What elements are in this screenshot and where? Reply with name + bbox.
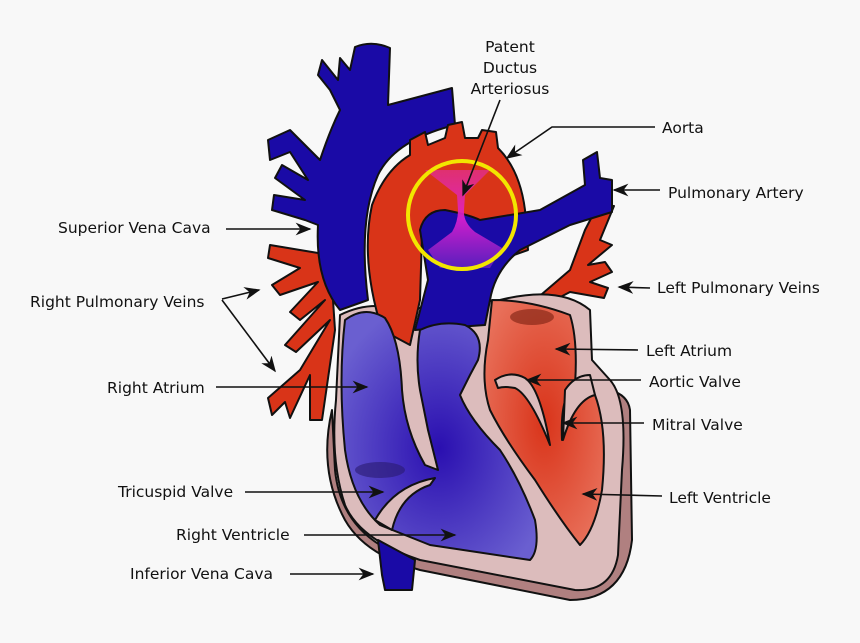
svg-text:Mitral Valve: Mitral Valve [652,416,743,434]
svg-text:Right Atrium: Right Atrium [107,379,205,397]
label-patent-ductus-arteriosus: Patent Ductus Arteriosus [462,38,550,197]
coronary-sinus-opening [355,462,405,478]
label-superior-vena-cava: Superior Vena Cava [58,219,312,237]
label-tricuspid-valve: Tricuspid Valve [117,483,385,501]
svg-text:Ductus: Ductus [483,59,537,77]
label-left-pulmonary-veins: Left Pulmonary Veins [617,279,820,297]
pulmonary-artery [414,151,613,331]
svg-text:Arteriosus: Arteriosus [471,80,550,98]
patent-ductus-arteriosus [425,170,502,268]
svg-text:Right Ventricle: Right Ventricle [176,526,290,544]
label-left-ventricle: Left Ventricle [581,487,771,507]
tricuspid-valve [374,477,436,531]
svg-text:Right Pulmonary Veins: Right Pulmonary Veins [30,293,204,311]
right-atrium [340,311,538,561]
pda-highlight-circle [406,159,518,271]
label-right-atrium: Right Atrium [107,379,369,397]
aortic-valve [494,373,551,446]
svg-text:Superior Vena Cava: Superior Vena Cava [58,219,211,237]
label-pulmonary-artery: Pulmonary Artery [612,183,804,202]
svg-text:Patent: Patent [485,38,535,56]
label-left-atrium: Left Atrium [554,342,732,360]
svg-text:Inferior Vena Cava: Inferior Vena Cava [130,565,273,583]
label-right-ventricle: Right Ventricle [176,526,457,544]
label-inferior-vena-cava: Inferior Vena Cava [130,565,375,583]
svg-text:Left Pulmonary Veins: Left Pulmonary Veins [657,279,820,297]
label-mitral-valve: Mitral Valve [561,416,743,434]
svg-text:Aortic Valve: Aortic Valve [649,373,741,391]
right-pulmonary-veins [267,244,336,421]
inferior-vena-cava [377,539,416,591]
label-aortic-valve: Aortic Valve [525,373,741,391]
svg-text:Left Atrium: Left Atrium [646,342,732,360]
pulmonary-vein-opening [510,309,554,325]
svg-text:Pulmonary Artery: Pulmonary Artery [668,184,804,202]
svg-text:Aorta: Aorta [662,119,704,137]
label-aorta: Aorta [505,119,704,159]
label-right-pulmonary-veins: Right Pulmonary Veins [30,287,276,373]
svg-text:Left Ventricle: Left Ventricle [669,489,771,507]
svg-text:Tricuspid Valve: Tricuspid Valve [117,483,233,501]
